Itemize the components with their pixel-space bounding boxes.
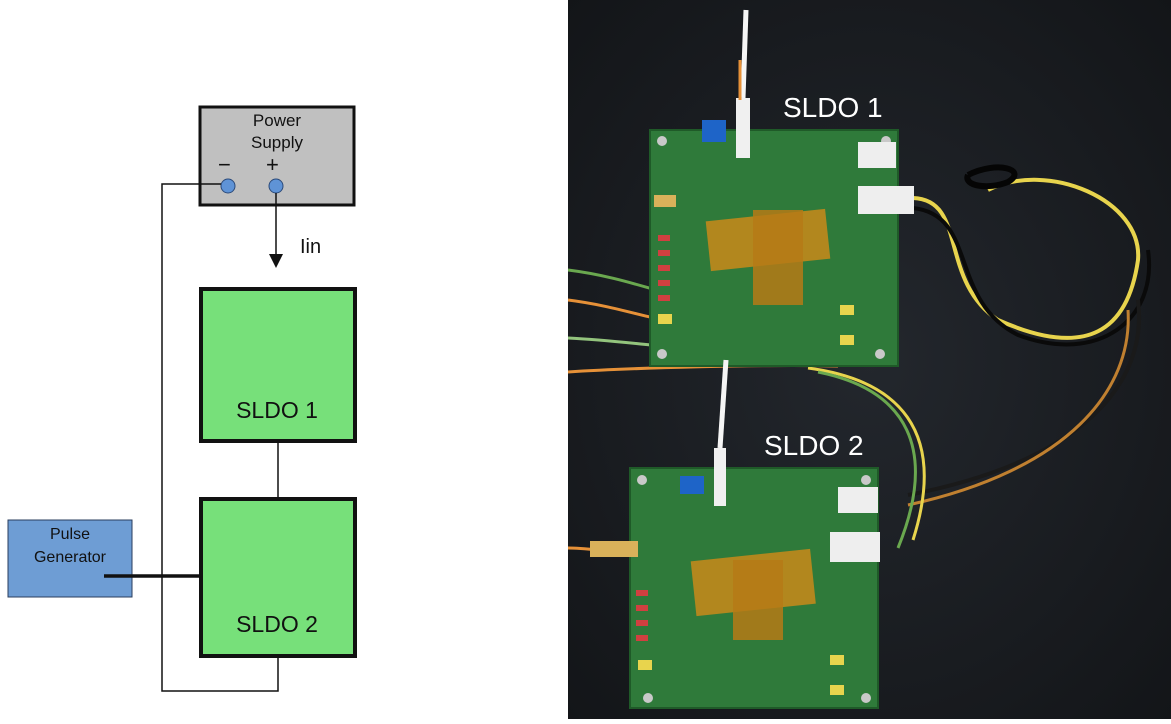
mount-hole	[657, 349, 667, 359]
pulse-generator-line1: Pulse	[49, 526, 91, 543]
capacitor	[830, 685, 844, 695]
connector	[654, 195, 676, 207]
cable-to-sldo2-a	[907, 299, 1141, 497]
header-pin	[736, 98, 750, 158]
pulse-generator-label: Pulse Generator	[8, 523, 132, 569]
power-supply-line1: Power	[252, 111, 302, 130]
mount-hole	[637, 475, 647, 485]
positive-terminal-icon	[268, 178, 284, 194]
connector	[830, 532, 880, 562]
kapton-tape	[753, 210, 803, 305]
sma-connector	[590, 541, 638, 557]
pulse-generator-box	[7, 519, 133, 598]
mount-hole	[875, 349, 885, 359]
led	[636, 620, 648, 626]
plus-sign: +	[266, 152, 279, 177]
led	[636, 635, 648, 641]
power-supply-line2: Supply	[251, 133, 303, 152]
connector	[838, 487, 878, 513]
return-wire	[161, 183, 279, 692]
connector	[858, 142, 896, 168]
capacitor	[840, 335, 854, 345]
current-label: Iin	[300, 236, 322, 258]
led	[658, 280, 670, 286]
led	[658, 250, 670, 256]
sldo2-label: SLDO 2	[236, 611, 318, 637]
cable-to-sldo2-b	[907, 309, 1130, 507]
led	[636, 590, 648, 596]
minus-sign: −	[218, 152, 231, 177]
probe-wire	[717, 359, 729, 449]
trim-pot	[680, 476, 704, 494]
mount-hole	[861, 475, 871, 485]
mount-hole	[861, 693, 871, 703]
photo-canvas	[567, 0, 1171, 719]
led	[658, 235, 670, 241]
photo-sldo1-label: SLDO 1	[783, 92, 883, 123]
sldo1-label: SLDO 1	[236, 397, 318, 423]
capacitor	[830, 655, 844, 665]
mount-hole	[643, 693, 653, 703]
cable-between-boards-a	[807, 366, 926, 541]
led	[658, 265, 670, 271]
photo-sldo2-label: SLDO 2	[764, 430, 864, 461]
power-supply-label: Power Supply	[200, 110, 354, 154]
current-arrow-icon	[269, 254, 283, 268]
block-diagram: Power Supply − + Iin SLDO 1 SLDO 2 Pulse…	[0, 0, 568, 719]
mount-hole	[657, 136, 667, 146]
connector	[858, 186, 914, 214]
capacitor	[638, 660, 652, 670]
hardware-photo: SLDO 1 SLDO 2	[567, 0, 1171, 719]
probe-wire	[740, 9, 749, 99]
pulse-generator-line2: Generator	[33, 549, 107, 566]
capacitor	[840, 305, 854, 315]
trim-pot	[702, 120, 726, 142]
negative-terminal-icon	[220, 178, 236, 194]
led	[636, 605, 648, 611]
kapton-tape	[733, 560, 783, 640]
capacitor	[658, 314, 672, 324]
led	[658, 295, 670, 301]
header-pin	[714, 448, 726, 506]
cable-tie	[964, 164, 1018, 190]
cable-yellow-loop	[912, 177, 1141, 340]
cable-between-boards-b	[817, 370, 917, 549]
diagram-canvas	[7, 105, 357, 692]
